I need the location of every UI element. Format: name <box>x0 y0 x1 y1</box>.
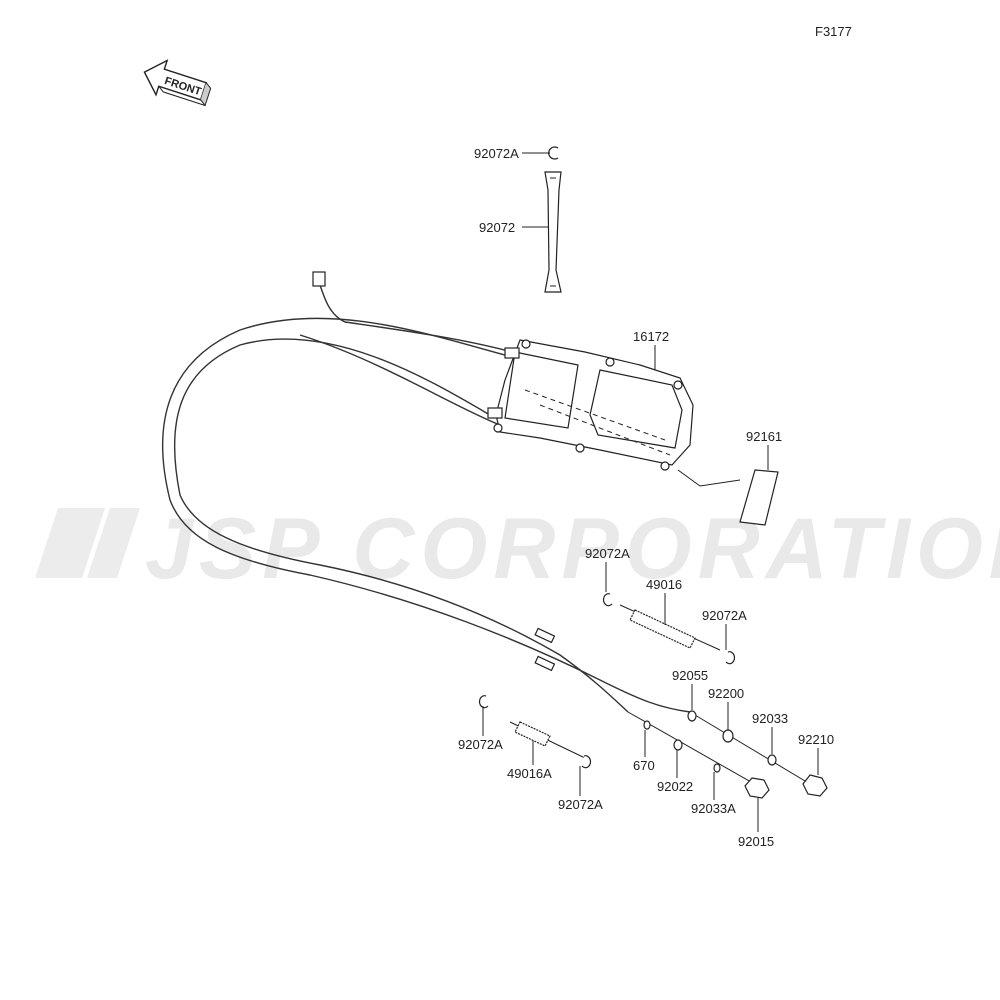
part-label: 92072A <box>458 737 503 752</box>
part-label: 49016 <box>646 577 682 592</box>
watermark-text: JSP CORPORATION <box>145 501 1000 597</box>
hardware-right-row <box>687 710 828 797</box>
ring-92200-icon <box>722 729 734 743</box>
part-label: 92072 <box>479 220 515 235</box>
watermark: JSP CORPORATION <box>35 501 1000 597</box>
washer-670-icon <box>643 720 651 730</box>
part-label: 92210 <box>798 732 834 747</box>
washer-92033A-icon <box>713 763 721 773</box>
part-labels: 92072A 92072 16172 92161 92072A 49016 92… <box>458 146 834 849</box>
spring-49016A-icon <box>509 721 586 759</box>
control-cables <box>162 271 691 713</box>
clip-92072A-3-icon <box>478 695 489 709</box>
part-label: 92072A <box>585 546 630 561</box>
clip-92072A-1-icon <box>602 593 613 607</box>
part-label: 92072A <box>474 146 519 161</box>
clip-92072A-4-icon <box>581 755 592 769</box>
hardware-lower-row <box>627 711 770 799</box>
label-sticker-92161-icon <box>739 469 779 526</box>
nut-92210-icon <box>802 774 828 797</box>
washer-92033-icon <box>767 754 777 766</box>
part-label: 16172 <box>633 329 669 344</box>
clip-92072A-2-icon <box>725 651 736 665</box>
part-label: 670 <box>633 758 655 773</box>
part-label: 92015 <box>738 834 774 849</box>
leader-lines <box>482 152 819 832</box>
part-label: 92033A <box>691 801 736 816</box>
washer-92022-icon <box>673 739 683 751</box>
part-label: 92072A <box>702 608 747 623</box>
part-label: 92072A <box>558 797 603 812</box>
connector-icon <box>312 271 326 287</box>
figure-code: F3177 <box>815 24 852 39</box>
clip-92072A-top-icon <box>548 146 559 160</box>
part-label: 92022 <box>657 779 693 794</box>
strap-92072-icon <box>544 171 562 293</box>
washer-92055-icon <box>687 710 697 722</box>
nut-92015-icon <box>744 777 770 799</box>
part-label: 49016A <box>507 766 552 781</box>
control-box-16172-icon <box>487 339 694 471</box>
part-label: 92161 <box>746 429 782 444</box>
part-label: 92055 <box>672 668 708 683</box>
part-label: 92033 <box>752 711 788 726</box>
part-label: 92200 <box>708 686 744 701</box>
spring-49016-icon <box>619 604 721 651</box>
front-arrow-icon: FRONT <box>143 59 212 107</box>
